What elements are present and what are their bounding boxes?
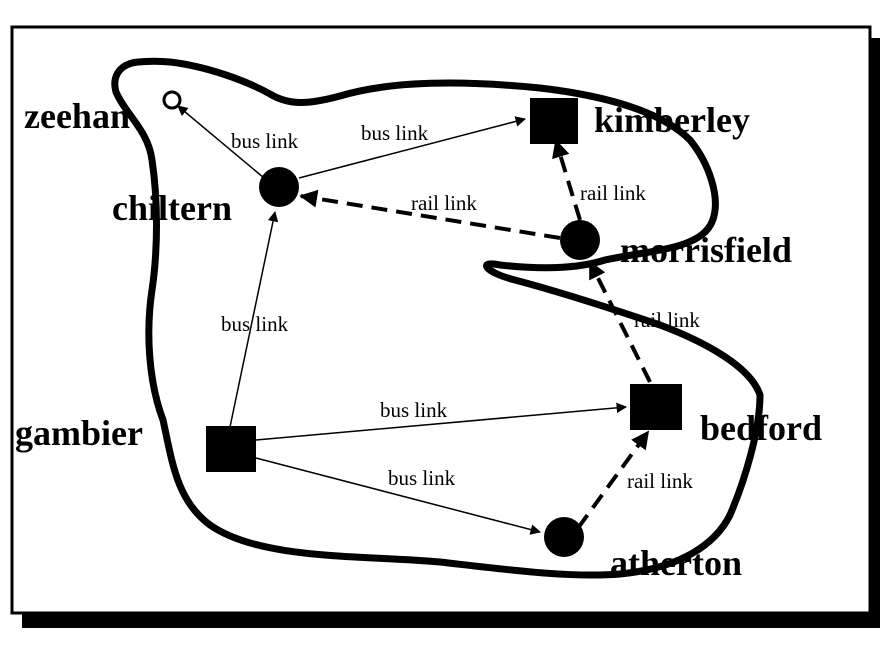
node-chiltern (259, 167, 299, 207)
edge-morrisfield-kimberley (552, 139, 582, 221)
edge-gambier-atherton (255, 457, 542, 535)
edge-label-chiltern-zeehan: bus link (231, 129, 299, 153)
edge-gambier-chiltern (229, 210, 279, 428)
edge-atherton-bedford (576, 430, 650, 530)
node-morrisfield (560, 220, 600, 260)
edge-label-chiltern-kimberley: bus link (361, 121, 429, 145)
node-label-chiltern: chiltern (112, 188, 232, 228)
node-label-zeehan: zeehan (24, 96, 130, 136)
node-label-bedford: bedford (700, 408, 822, 448)
node-label-gambier: gambier (15, 413, 143, 453)
node-bedford (630, 384, 682, 430)
node-label-atherton: atherton (610, 543, 742, 583)
node-zeehan (162, 90, 182, 110)
region-boundary (111, 57, 764, 579)
edge-label-atherton-bedford: rail link (627, 469, 693, 493)
edge-chiltern-zeehan (177, 105, 271, 184)
edge-label-morrisfield-chiltern: rail link (411, 191, 477, 215)
edge-label-morrisfield-kimberley: rail link (580, 181, 646, 205)
node-atherton (544, 517, 584, 557)
edge-label-gambier-bedford: bus link (380, 398, 448, 422)
node-kimberley (530, 98, 578, 144)
node-label-kimberley: kimberley (594, 100, 750, 140)
edge-bedford-morrisfield (588, 260, 652, 383)
edge-label-bedford-morrisfield: rail link (634, 308, 700, 332)
edge-chiltern-kimberley (298, 116, 527, 179)
node-gambier (206, 426, 256, 472)
edge-morrisfield-chiltern (299, 189, 561, 240)
edge-gambier-bedford (255, 402, 628, 441)
node-label-morrisfield: morrisfield (620, 230, 792, 270)
edge-label-gambier-atherton: bus link (388, 466, 456, 490)
edge-label-gambier-chiltern: bus link (221, 312, 289, 336)
